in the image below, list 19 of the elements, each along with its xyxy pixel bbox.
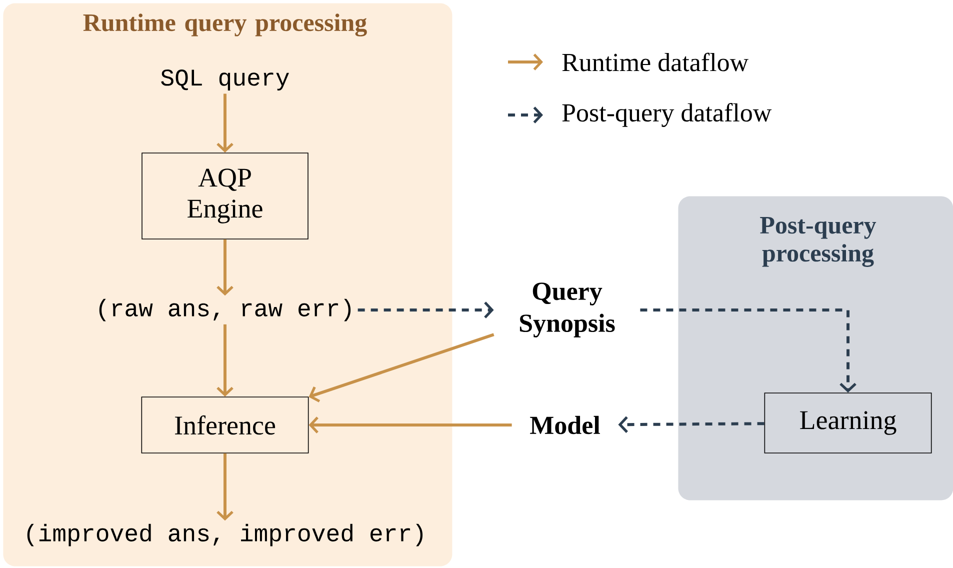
bold-label: Query Synopsis [520, 282, 615, 338]
arrow [216, 94, 234, 153]
arrow [640, 308, 856, 393]
arrow [216, 239, 234, 296]
arrow [216, 453, 234, 521]
code-text: SQL query [161, 70, 289, 91]
code-text: (improved ans, improved err) [27, 524, 423, 546]
arrow [308, 333, 494, 402]
arrow [358, 302, 494, 318]
arrow [308, 416, 512, 434]
legend-label: Runtime dataflow [562, 52, 748, 72]
arrow [216, 324, 234, 397]
code-text: (raw ans, raw err) [99, 298, 351, 322]
process-box: AQP Engine [142, 152, 308, 240]
arrow [618, 416, 764, 433]
process-box: Inference [141, 396, 309, 454]
process-box: Learning [764, 392, 932, 454]
bold-label: Model [530, 416, 600, 434]
legend-label: Post-query dataflow [562, 103, 772, 127]
